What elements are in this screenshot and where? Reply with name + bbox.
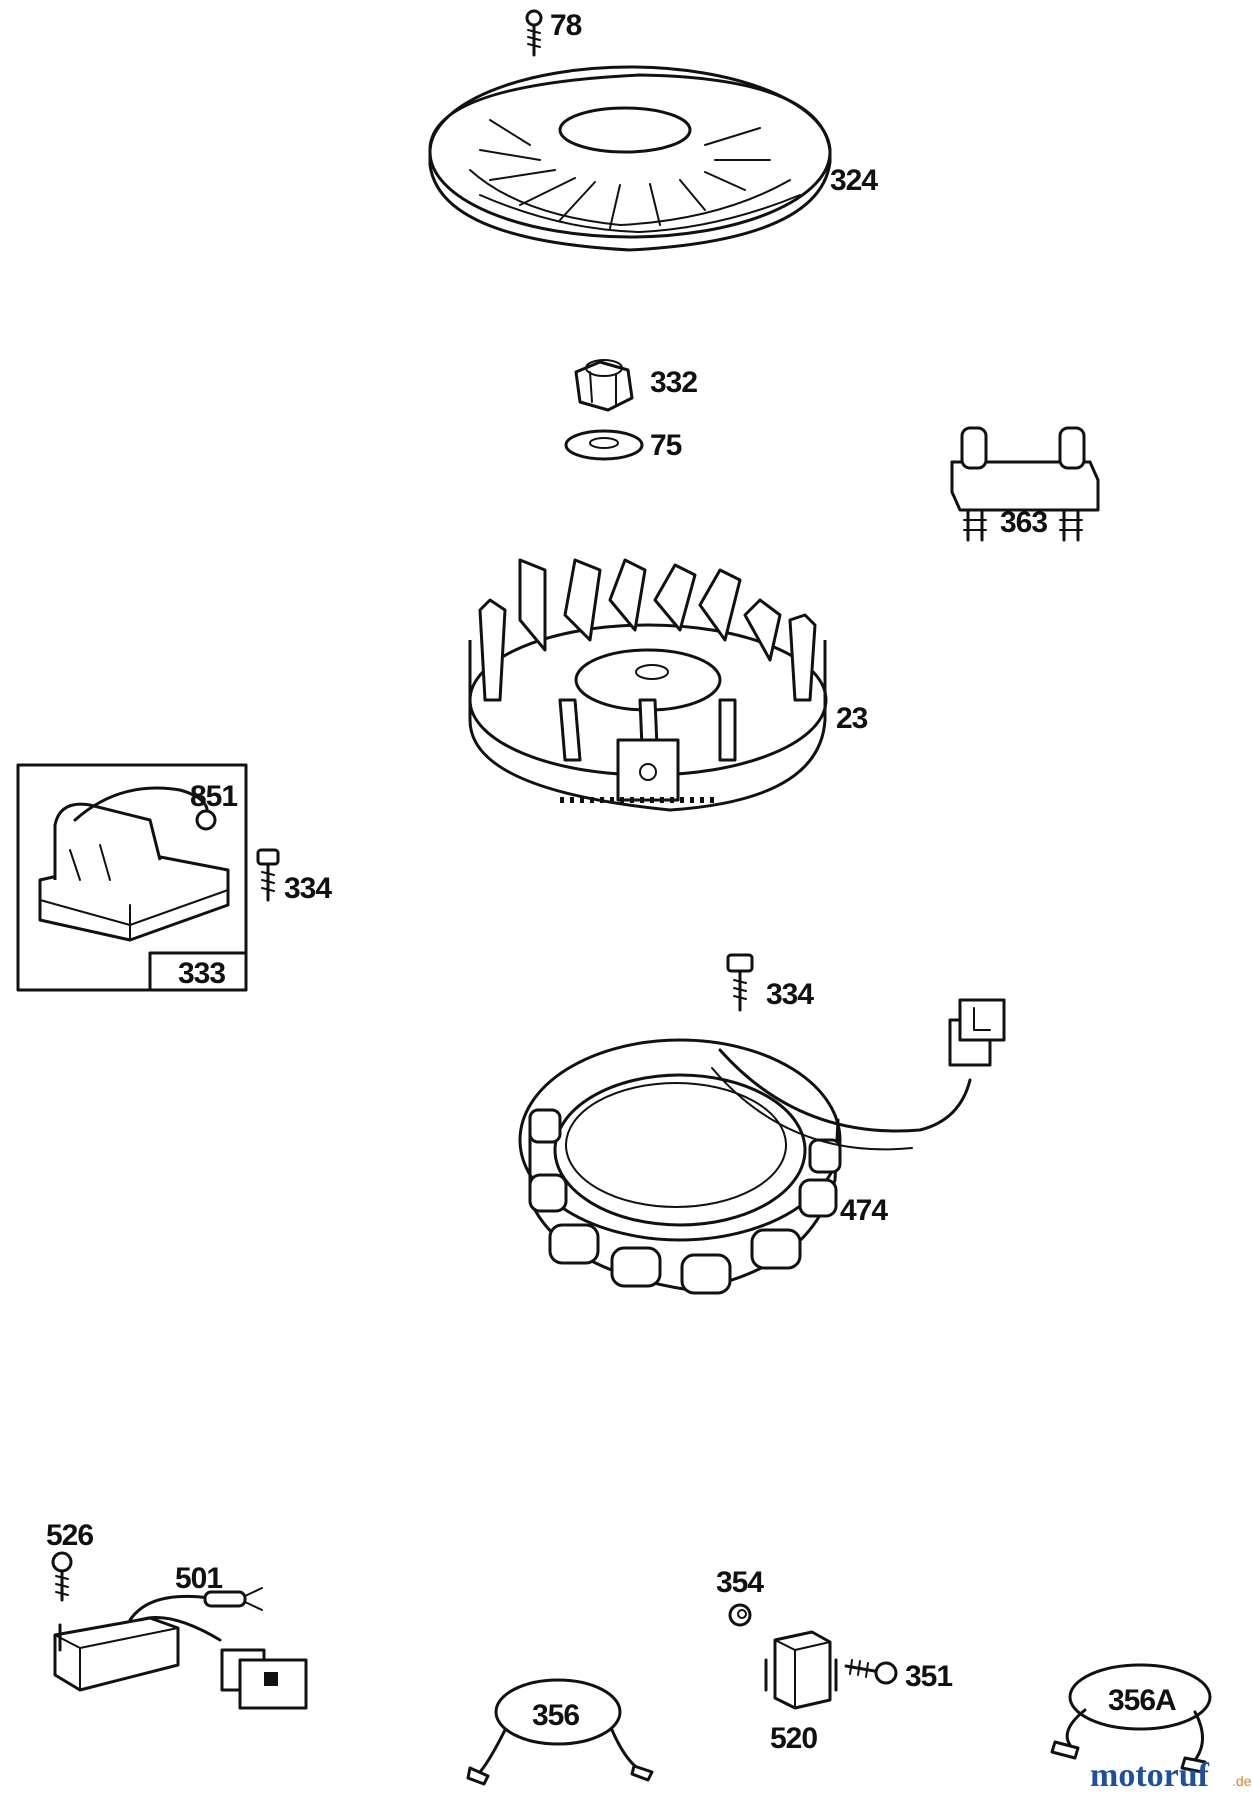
flywheel-23 (468, 558, 828, 812)
bracket-363 (950, 426, 1100, 542)
label-351: 351 (905, 1660, 952, 1693)
watermark-logo: motoruf .de (1090, 1757, 1252, 1794)
watermark-main: motoruf (1090, 1757, 1210, 1794)
regulator-501 (53, 1587, 308, 1710)
label-501: 501 (175, 1562, 222, 1595)
screw-334-center (726, 953, 754, 1012)
label-520: 520 (770, 1722, 817, 1755)
nut-332 (574, 359, 634, 412)
label-356: 356 (532, 1699, 579, 1732)
label-334-left: 334 (284, 872, 332, 905)
label-363: 363 (1000, 506, 1047, 539)
screw-351 (844, 1659, 898, 1685)
label-851: 851 (190, 780, 237, 813)
label-78: 78 (550, 9, 582, 42)
label-474: 474 (840, 1194, 888, 1227)
wire-356A (1050, 1663, 1212, 1774)
screw-526 (51, 1551, 73, 1602)
diode-520 (764, 1630, 838, 1710)
washer-75 (564, 429, 644, 461)
label-75: 75 (650, 429, 682, 462)
screw-334-left (256, 848, 280, 902)
label-324: 324 (830, 164, 878, 197)
label-334-center: 334 (766, 978, 814, 1011)
nut-354 (728, 1603, 752, 1627)
label-23: 23 (836, 702, 868, 735)
armature-box (16, 763, 248, 992)
label-354: 354 (716, 1566, 764, 1599)
label-333: 333 (178, 957, 225, 990)
screw-78 (525, 9, 543, 57)
rotating-screen-324 (428, 65, 832, 252)
armature-851 (38, 786, 230, 942)
alternator-474 (518, 998, 1006, 1295)
watermark-suffix: .de (1232, 1773, 1252, 1789)
label-332: 332 (650, 366, 697, 399)
label-356A: 356A (1108, 1684, 1176, 1717)
label-526: 526 (46, 1519, 93, 1552)
wire-356 (466, 1678, 654, 1786)
